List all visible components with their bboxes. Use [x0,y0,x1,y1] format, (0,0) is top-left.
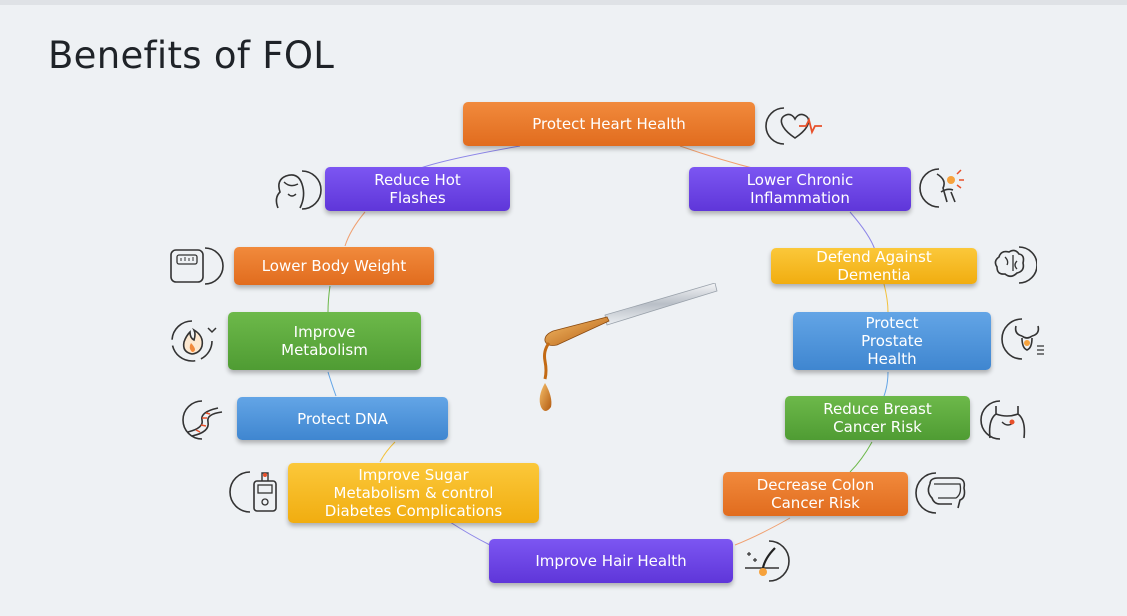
page-title: Benefits of FOL [48,34,335,77]
benefit-heart-health: Protect Heart Health [463,102,755,146]
benefit-inflammation: Lower Chronic Inflammation [689,167,911,211]
benefit-hair: Improve Hair Health [489,539,733,583]
top-border [0,0,1127,5]
oil-dropper-icon [527,283,722,423]
prostate-icon [1000,316,1052,362]
glucose-meter-icon [228,469,284,515]
colon-icon [912,470,972,516]
breast-icon [978,398,1030,442]
benefit-metabolism: Improve Metabolism [228,312,421,370]
benefit-prostate: Protect Prostate Health [793,312,991,370]
woman-head-icon [268,168,324,212]
brain-icon [989,245,1037,285]
benefit-hot-flashes: Reduce Hot Flashes [325,167,510,211]
benefit-weight: Lower Body Weight [234,247,434,285]
heart-rate-icon [762,104,826,148]
benefit-dementia: Defend Against Dementia [771,248,977,284]
benefit-sugar: Improve Sugar Metabolism & control Diabe… [288,463,539,523]
benefit-breast: Reduce Breast Cancer Risk [785,396,970,440]
benefit-colon: Decrease Colon Cancer Risk [723,472,908,516]
metabolism-flame-icon [164,318,220,364]
weight-scale-icon [167,246,227,286]
dna-icon [174,398,232,442]
hair-follicle-icon [739,538,791,584]
benefit-dna: Protect DNA [237,397,448,440]
knee-joint-icon [917,166,969,210]
